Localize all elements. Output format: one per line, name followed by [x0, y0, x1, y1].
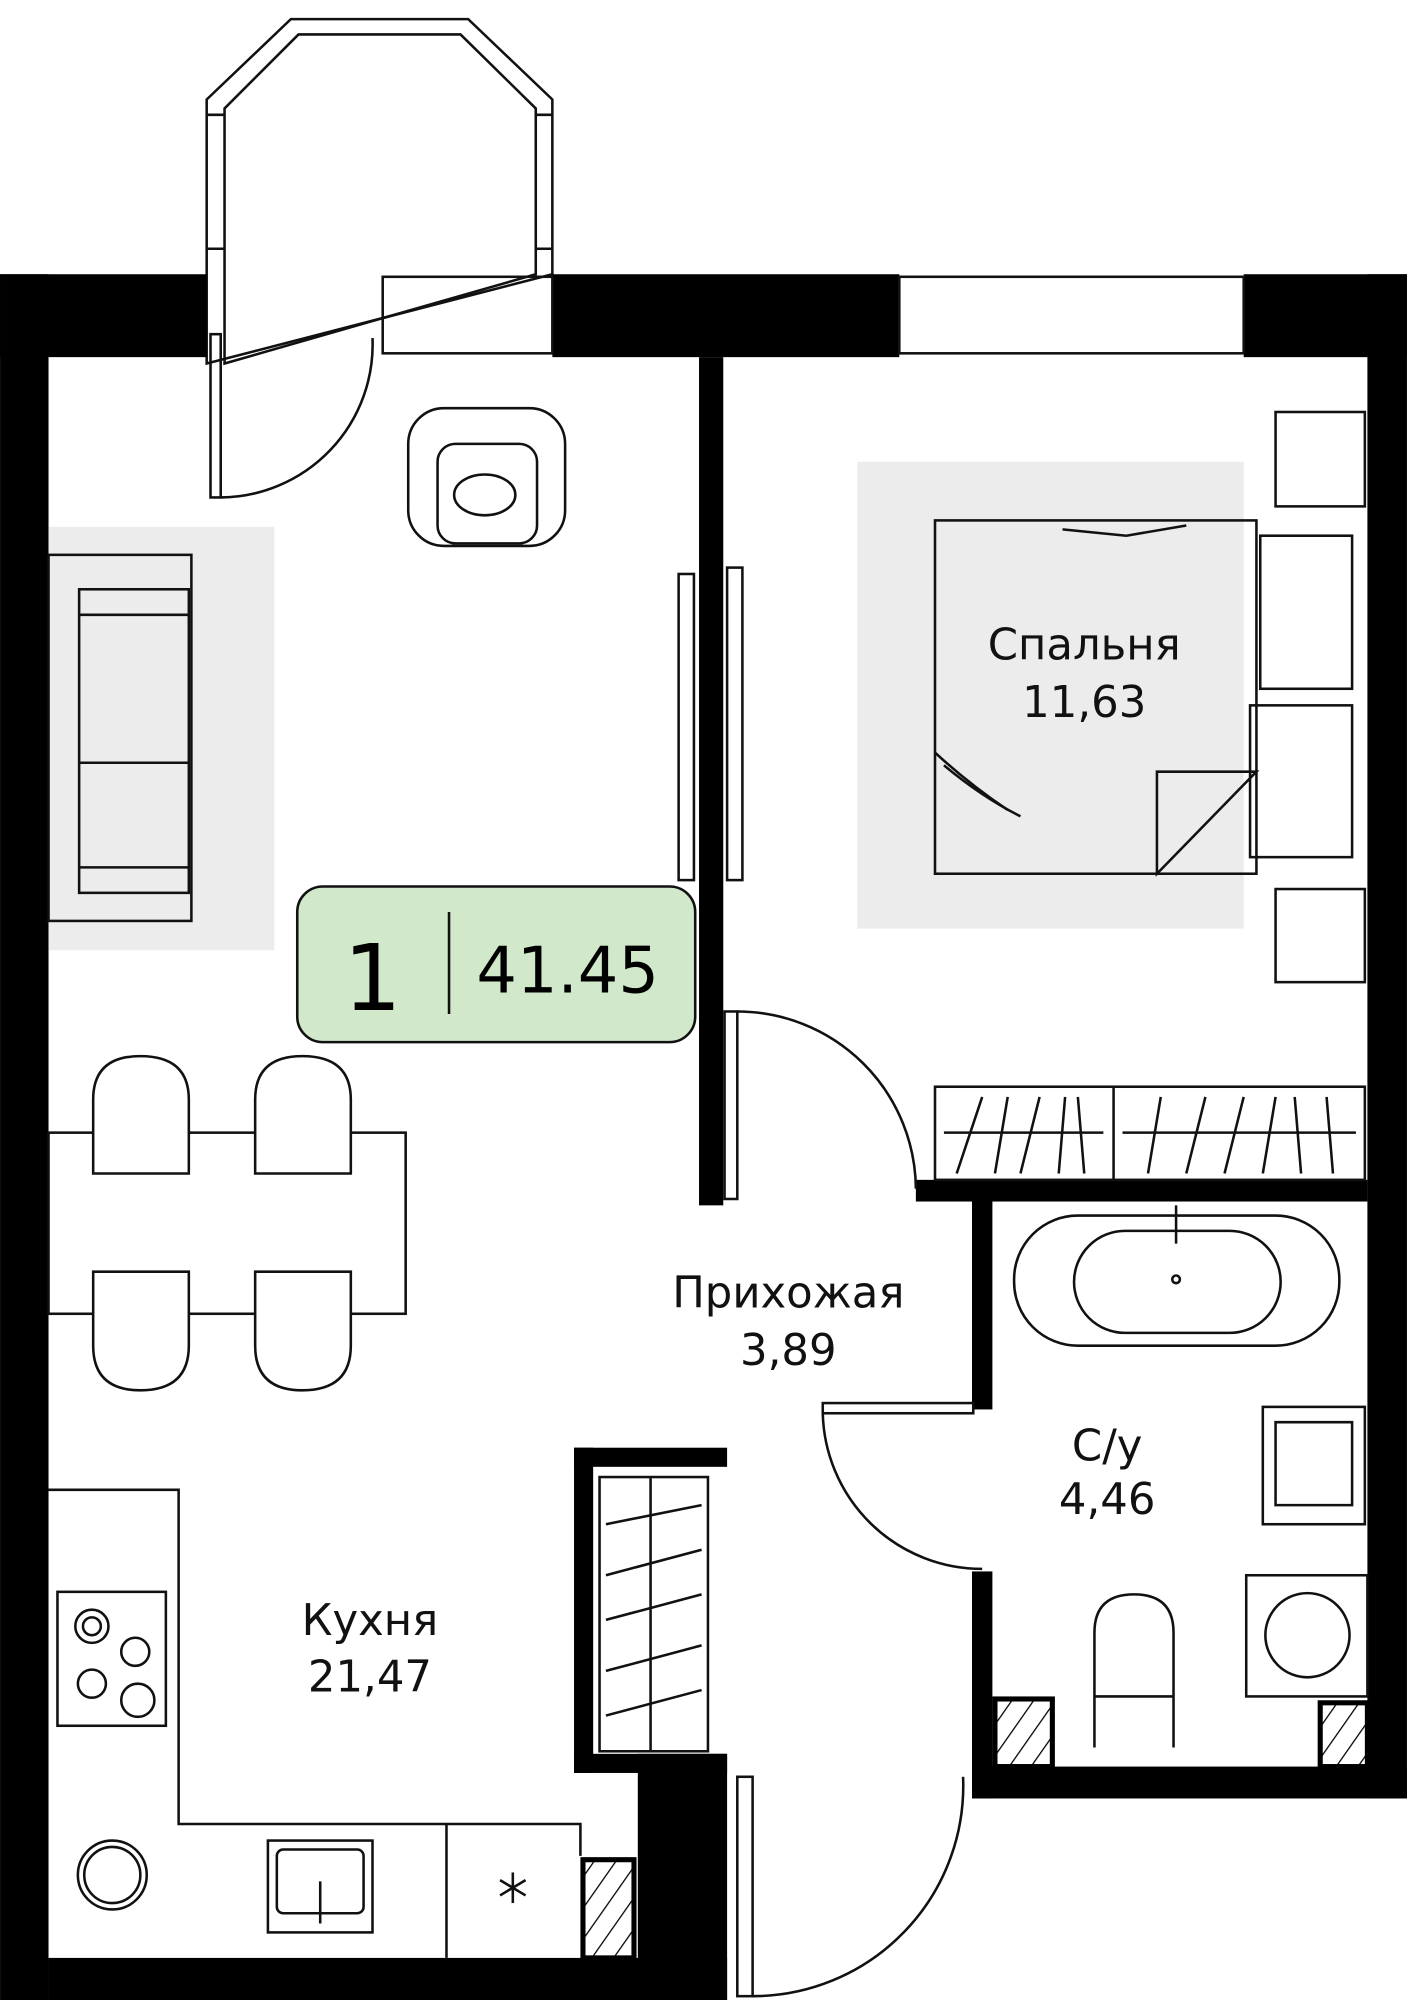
kitchen-counter — [48, 1488, 637, 1961]
bathroom-door — [821, 1401, 983, 1571]
svg-text:Кухня: Кухня — [302, 1596, 439, 1646]
balcony-door — [209, 332, 374, 499]
svg-text:4,46: 4,46 — [1059, 1475, 1156, 1525]
entrance-door — [736, 1775, 965, 1998]
svg-text:3,89: 3,89 — [740, 1326, 837, 1376]
bedroom-door — [723, 1010, 918, 1201]
armchair — [406, 406, 567, 548]
sofa — [47, 526, 275, 951]
room-label-kitchen: Кухня 21,47 — [302, 1596, 439, 1702]
dining-table — [47, 1054, 407, 1392]
room-label-bedroom: Спальня 11,63 — [988, 620, 1181, 727]
apartment-badge: 1 41.45 — [295, 885, 697, 1044]
bathroom-fixtures — [992, 1205, 1370, 1770]
svg-text:С/у: С/у — [1072, 1421, 1143, 1471]
sliding-panels — [677, 566, 744, 882]
room-label-hallway: Прихожая 3,89 — [672, 1268, 904, 1375]
svg-text:11,63: 11,63 — [1022, 678, 1146, 728]
balcony — [205, 17, 554, 366]
bedroom-furniture — [933, 410, 1367, 1182]
windows — [381, 275, 1245, 355]
bed — [857, 461, 1260, 929]
svg-text:Прихожая: Прихожая — [672, 1268, 904, 1318]
fridge-asterisk-icon — [499, 1872, 527, 1904]
hallway-closet — [598, 1475, 710, 1753]
walls — [0, 274, 1407, 2000]
rooms-count: 1 — [343, 925, 401, 1032]
room-label-bathroom: С/у 4,46 — [1059, 1421, 1156, 1525]
svg-text:Спальня: Спальня — [988, 620, 1181, 670]
total-area: 41.45 — [476, 934, 659, 1008]
svg-text:21,47: 21,47 — [308, 1652, 432, 1702]
